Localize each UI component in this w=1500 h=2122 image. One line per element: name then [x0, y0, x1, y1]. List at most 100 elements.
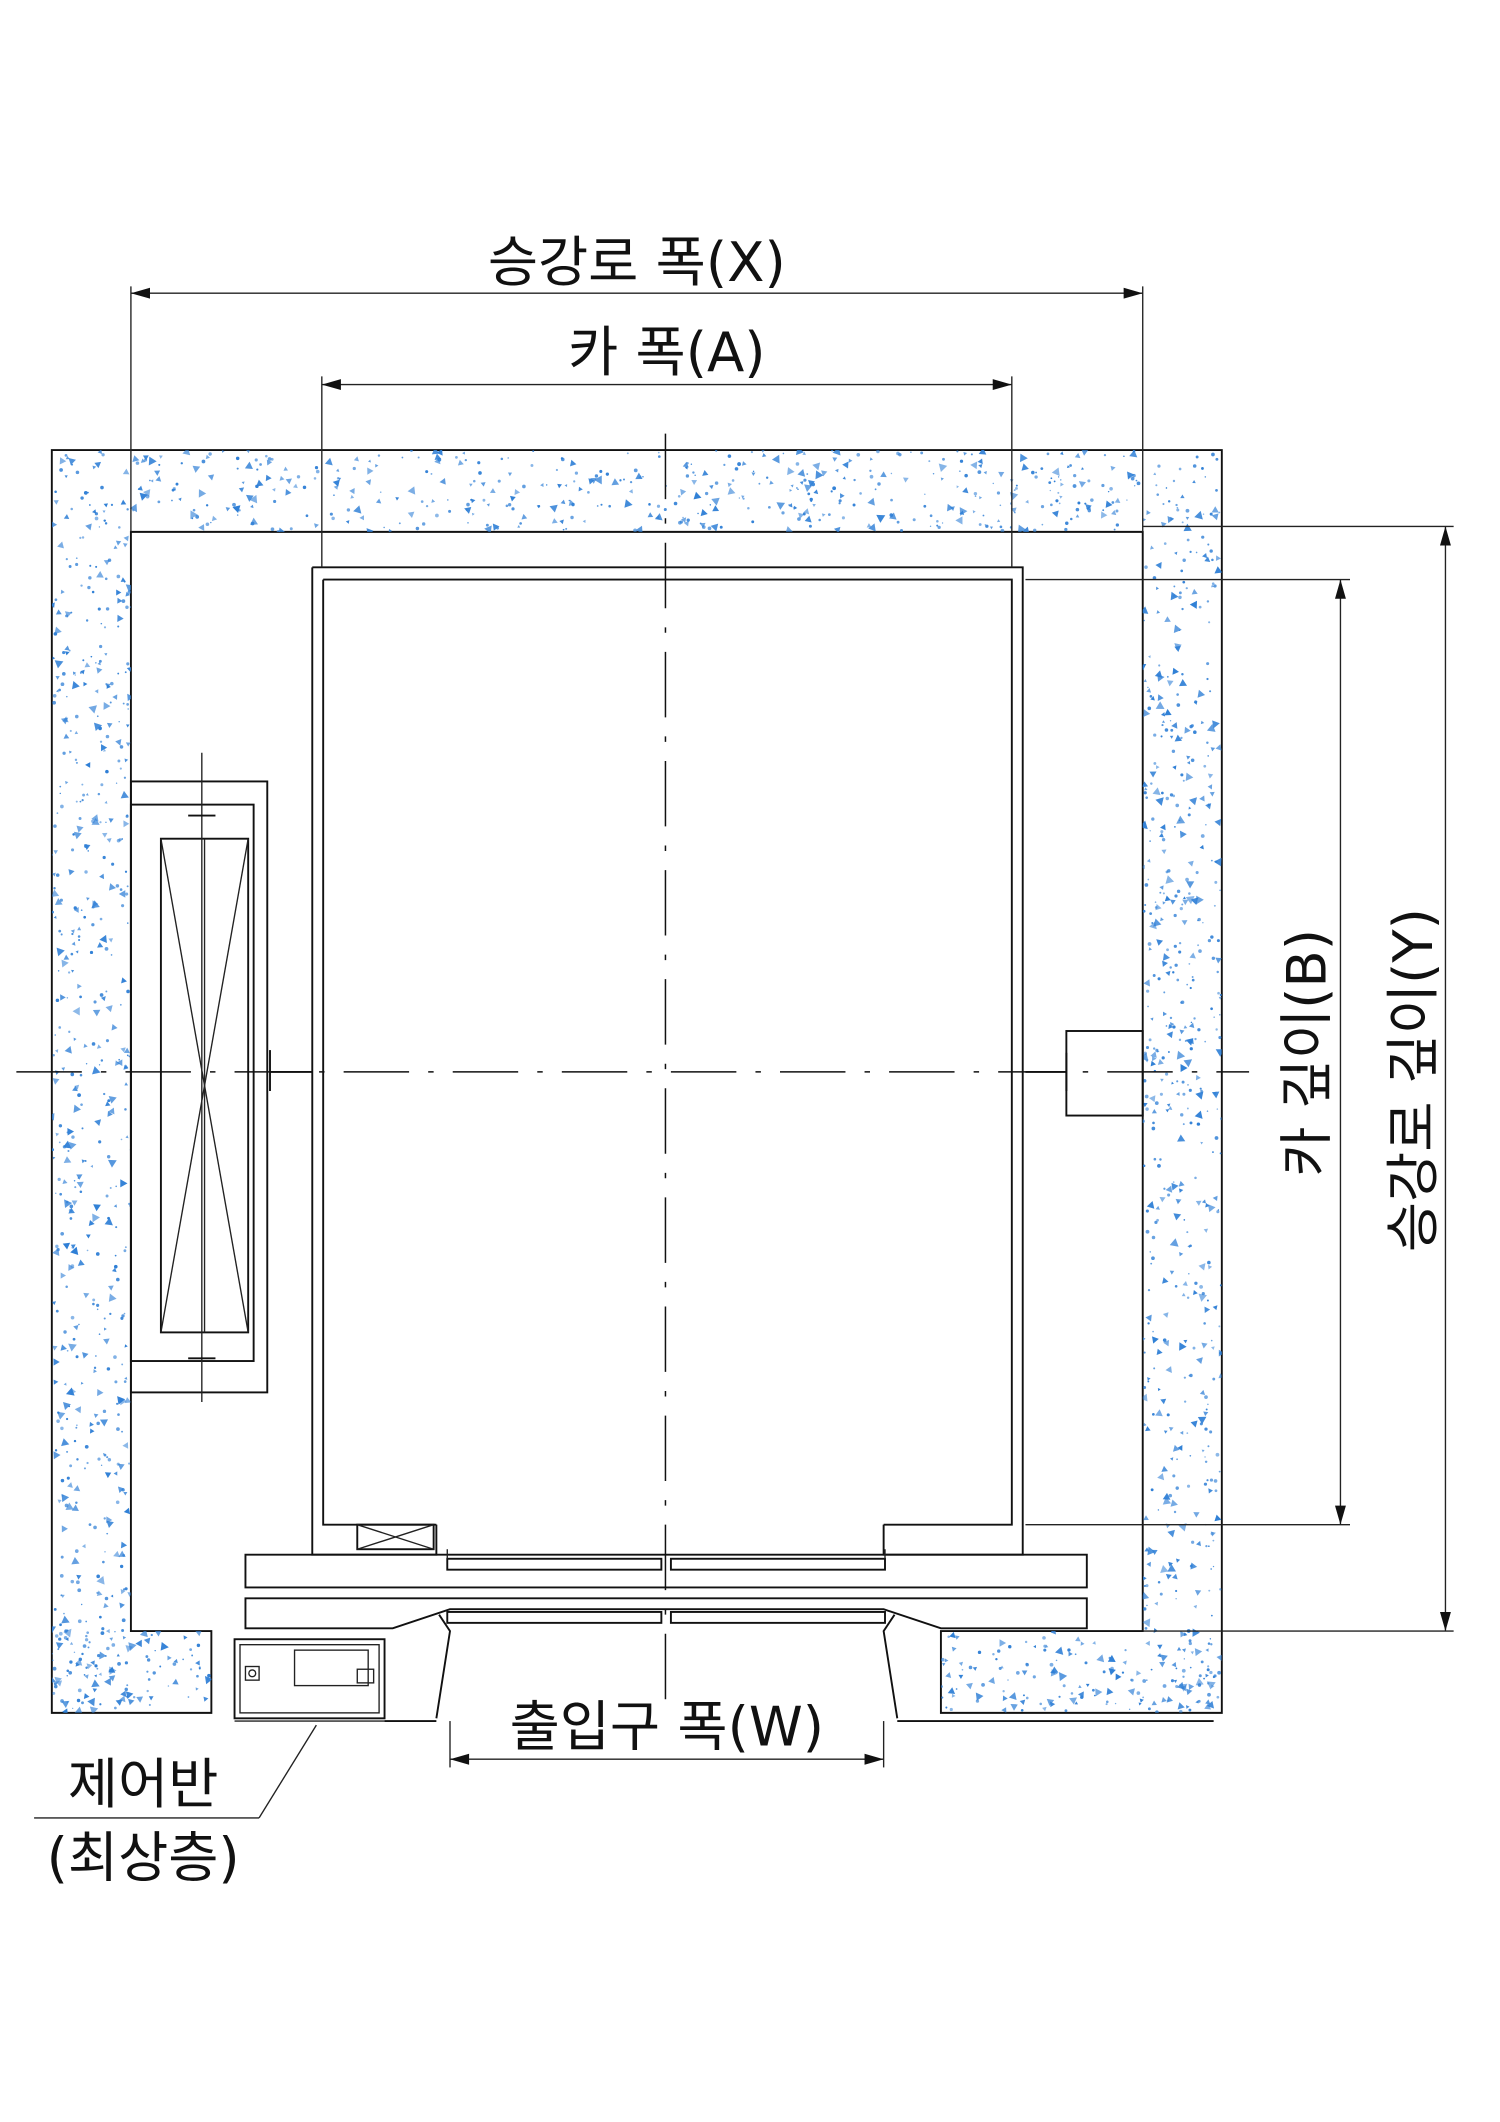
concrete-speckle	[1212, 1195, 1218, 1202]
concrete-speckle	[52, 656, 56, 660]
concrete-speckle	[1143, 791, 1147, 795]
concrete-speckle	[120, 1690, 127, 1698]
concrete-speckle	[1168, 1427, 1174, 1432]
concrete-speckle	[1162, 1277, 1169, 1284]
concrete-speckle	[1175, 1598, 1177, 1600]
concrete-speckle	[1167, 1193, 1171, 1197]
concrete-speckle	[1209, 512, 1213, 516]
dimension-entrance-width	[449, 1721, 885, 1768]
concrete-speckle	[173, 1658, 178, 1664]
concrete-speckle	[82, 1644, 87, 1648]
concrete-speckle	[1000, 528, 1005, 533]
concrete-speckle	[150, 1633, 153, 1637]
concrete-speckle	[85, 523, 92, 531]
concrete-speckle	[71, 941, 76, 946]
concrete-speckle	[945, 1672, 952, 1678]
concrete-speckle	[431, 498, 436, 503]
concrete-speckle	[1211, 452, 1215, 457]
concrete-speckle	[103, 1517, 106, 1520]
concrete-speckle	[63, 1612, 65, 1615]
concrete-speckle	[88, 576, 92, 580]
concrete-speckle	[1175, 1685, 1179, 1689]
concrete-speckle	[383, 526, 385, 529]
concrete-speckle	[1201, 1342, 1208, 1349]
concrete-speckle	[235, 456, 240, 461]
concrete-speckle	[1162, 892, 1165, 895]
concrete-speckle	[1081, 467, 1085, 470]
concrete-speckle	[333, 494, 335, 497]
concrete-speckle	[1126, 499, 1128, 501]
concrete-speckle	[135, 1639, 142, 1648]
concrete-speckle	[1085, 504, 1092, 511]
concrete-speckle	[99, 644, 103, 649]
concrete-speckle	[201, 459, 206, 464]
concrete-speckle	[1176, 889, 1181, 894]
concrete-speckle	[1161, 1465, 1168, 1472]
concrete-speckle	[1174, 734, 1182, 742]
concrete-speckle	[135, 461, 140, 465]
concrete-speckle	[1212, 1565, 1215, 1568]
concrete-speckle	[124, 870, 128, 873]
concrete-speckle	[605, 472, 609, 476]
concrete-speckle	[1179, 1342, 1187, 1351]
concrete-speckle	[60, 717, 69, 725]
concrete-speckle	[1218, 996, 1222, 1000]
concrete-speckle	[500, 457, 504, 461]
concrete-speckle	[1091, 1688, 1095, 1692]
concrete-speckle	[1192, 464, 1197, 468]
concrete-speckle	[59, 1573, 64, 1578]
concrete-speckle	[143, 489, 151, 497]
concrete-speckle	[1199, 1389, 1206, 1395]
concrete-speckle	[473, 479, 476, 483]
concrete-speckle	[947, 503, 954, 512]
concrete-speckle	[1166, 1103, 1171, 1108]
concrete-speckle	[1160, 1565, 1169, 1573]
concrete-speckle	[54, 626, 62, 635]
concrete-speckle	[1181, 607, 1184, 611]
concrete-speckle	[866, 523, 872, 528]
concrete-speckle	[64, 1503, 69, 1508]
concrete-speckle	[1178, 629, 1181, 632]
concrete-speckle	[1187, 813, 1191, 817]
concrete-speckle	[1064, 1709, 1068, 1713]
concrete-speckle	[236, 514, 239, 516]
concrete-speckle	[1176, 703, 1181, 707]
concrete-speckle	[79, 671, 82, 674]
concrete-speckle	[72, 1085, 78, 1092]
concrete-speckle	[1191, 976, 1194, 978]
concrete-speckle	[126, 508, 129, 511]
concrete-speckle	[1048, 481, 1052, 485]
concrete-speckle	[114, 1254, 117, 1257]
concrete-speckle	[137, 485, 143, 491]
concrete-speckle	[834, 468, 839, 473]
concrete-speckle	[225, 507, 231, 512]
concrete-speckle	[125, 1691, 134, 1699]
concrete-speckle	[769, 480, 774, 485]
concrete-speckle	[1218, 1035, 1222, 1040]
concrete-speckle	[65, 651, 70, 656]
concrete-speckle	[111, 1024, 118, 1031]
concrete-speckle	[1144, 1547, 1150, 1552]
concrete-speckle	[73, 1325, 79, 1331]
concrete-speckle	[929, 514, 933, 518]
car-doors	[244, 1549, 1088, 1589]
concrete-speckle	[785, 526, 793, 534]
concrete-speckle	[1145, 1426, 1151, 1432]
concrete-speckle	[1015, 1671, 1020, 1675]
concrete-speckle	[869, 474, 874, 479]
concrete-speckle	[1080, 450, 1090, 456]
concrete-speckle	[126, 662, 130, 666]
dimension-car-depth	[1025, 578, 1350, 1526]
concrete-speckle	[1024, 1640, 1028, 1644]
concrete-speckle	[56, 689, 59, 693]
concrete-speckle	[236, 467, 239, 470]
concrete-speckle	[58, 1026, 62, 1029]
concrete-speckle	[1183, 1025, 1188, 1029]
concrete-speckle	[121, 1488, 125, 1492]
concrete-speckle	[124, 758, 129, 763]
concrete-speckle	[1064, 527, 1068, 532]
concrete-speckle	[60, 1594, 65, 1599]
concrete-speckle	[1154, 901, 1157, 903]
concrete-speckle	[145, 1655, 149, 1658]
concrete-speckle	[73, 907, 79, 913]
